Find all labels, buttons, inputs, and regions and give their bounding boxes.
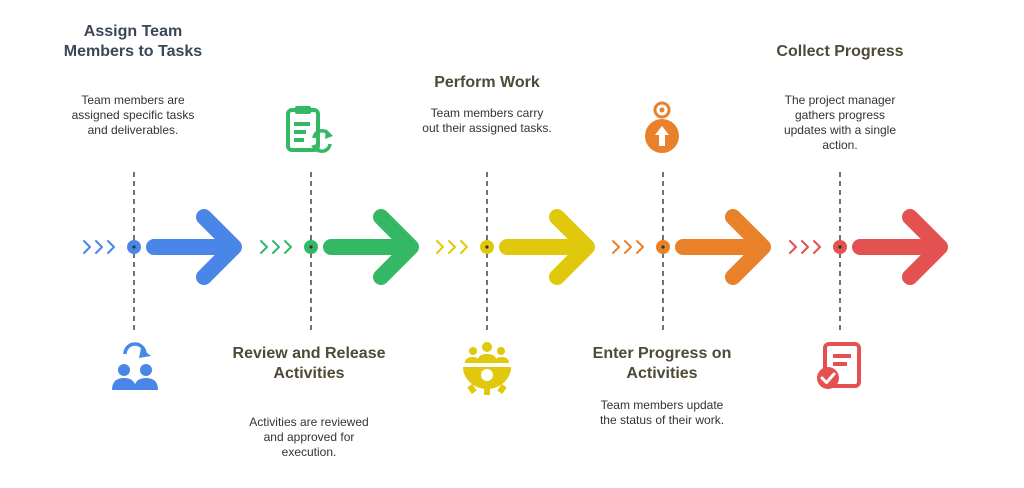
- step-5-description: The project manager gathers progress upd…: [783, 93, 897, 152]
- step-4-chevron: [612, 240, 620, 254]
- step-2-description: Activities are reviewed and approved for…: [249, 415, 369, 459]
- step-2-arrow-head: [373, 209, 419, 285]
- team-gear-icon: [463, 342, 511, 395]
- step-3-description: Team members carry out their assigned ta…: [422, 106, 552, 135]
- step-1-description: Team members are assigned specific tasks…: [71, 93, 195, 137]
- target-arrow-icon: [645, 101, 679, 153]
- step-1-title: Assign Team Members to Tasks: [63, 23, 203, 60]
- step-2-chevron: [260, 240, 268, 254]
- clipboard-refresh-icon: [286, 106, 333, 153]
- step-4-chevron: [636, 240, 644, 254]
- step-1-chevron: [95, 240, 103, 254]
- step-3-chevron: [448, 240, 456, 254]
- step-2-chevron: [284, 240, 292, 254]
- step-4-title: Enter Progress on Activities: [592, 345, 732, 382]
- step-1-dot-center: [132, 245, 136, 249]
- step-3-dot-center: [485, 245, 489, 249]
- step-3-arrow-head: [549, 209, 595, 285]
- step-5-arrow-head: [902, 209, 948, 285]
- step-5-chevron: [801, 240, 809, 254]
- step-4-description: Team members update the status of their …: [599, 398, 725, 427]
- step-4-arrow-head: [725, 209, 771, 285]
- step-1-chevron: [83, 240, 91, 254]
- people-refresh-icon: [112, 342, 158, 390]
- step-4-dot-center: [661, 245, 665, 249]
- step-3-title: Perform Work: [434, 74, 540, 91]
- step-5-chevron: [813, 240, 821, 254]
- step-3-chevron: [436, 240, 444, 254]
- step-3-chevron: [460, 240, 468, 254]
- step-2-title: Review and Release Activities: [232, 345, 386, 382]
- checklist-icon: [817, 342, 861, 389]
- step-5-dot-center: [838, 245, 842, 249]
- step-1-chevron: [107, 240, 115, 254]
- step-2-chevron: [272, 240, 280, 254]
- step-2-dot-center: [309, 245, 313, 249]
- step-5-chevron: [789, 240, 797, 254]
- step-1-arrow-head: [196, 209, 242, 285]
- step-4-chevron: [624, 240, 632, 254]
- step-5-title: Collect Progress: [776, 43, 904, 60]
